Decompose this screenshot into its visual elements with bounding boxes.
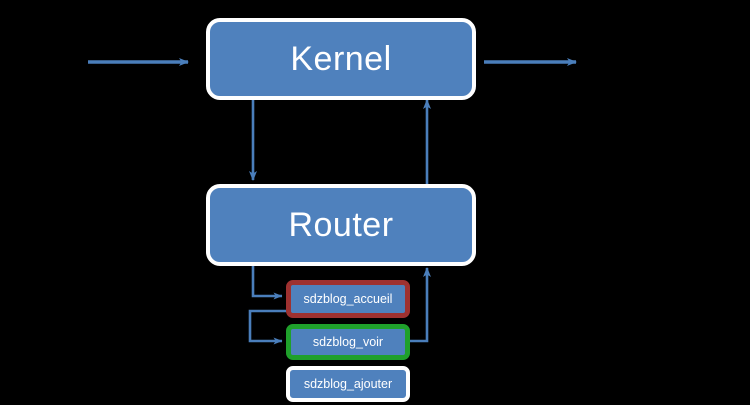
kernel-label: Kernel <box>290 39 392 78</box>
arrow-router-to-accueil <box>251 264 283 300</box>
controller-node-sdzblog-ajouter[interactable]: sdzblog_ajouter <box>286 366 410 402</box>
controller-node-sdzblog-voir[interactable]: sdzblog_voir <box>286 324 410 360</box>
arrow-router-to-voir <box>248 309 300 345</box>
router-node[interactable]: Router <box>206 184 476 266</box>
controller-label: sdzblog_accueil <box>303 292 393 306</box>
controller-label: sdzblog_ajouter <box>303 377 393 391</box>
arrow-voir-to-router <box>404 267 431 343</box>
router-label: Router <box>288 205 394 244</box>
controller-node-sdzblog-accueil[interactable]: sdzblog_accueil <box>286 280 410 318</box>
kernel-node[interactable]: Kernel <box>206 18 476 100</box>
controller-label: sdzblog_voir <box>312 335 384 349</box>
